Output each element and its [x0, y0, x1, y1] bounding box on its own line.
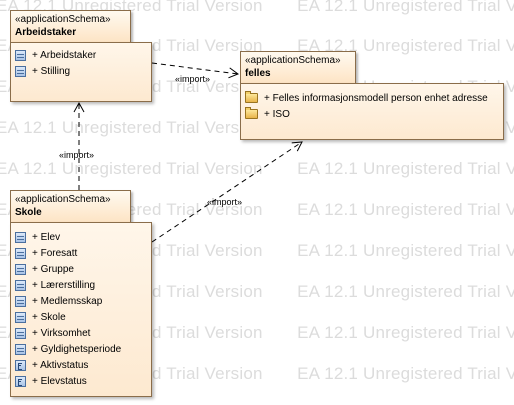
package-name: felles — [245, 68, 271, 79]
package-item-label: + Gruppe — [32, 263, 74, 275]
class-icon — [15, 343, 26, 355]
package-item-label: + Skole — [32, 311, 66, 323]
package-name: Skole — [15, 207, 42, 218]
package-tab: «applicationSchema» felles — [240, 51, 356, 83]
package-item[interactable]: + Medlemsskap — [11, 293, 151, 309]
folder-icon — [245, 107, 258, 119]
package-item[interactable]: + Stilling — [11, 63, 151, 79]
package-item-label: + Gyldighetsperiode — [32, 343, 122, 355]
dependency-label: «import» — [207, 197, 242, 207]
package-item-label: + Stilling — [32, 65, 71, 77]
package-item[interactable]: + Aktivstatus — [11, 357, 151, 373]
package-item[interactable]: + Foresatt — [11, 245, 151, 261]
class-icon — [15, 279, 26, 291]
package-item-label: + Elev — [32, 231, 61, 243]
package-tab: «applicationSchema» Skole — [10, 190, 131, 222]
package-item[interactable]: + ISO — [241, 106, 503, 122]
package-tab: «applicationSchema» Arbeidstaker — [10, 10, 131, 42]
class-icon — [15, 231, 26, 243]
package-item-label: + Lærerstilling — [32, 279, 96, 291]
package-item[interactable]: + Elevstatus — [11, 373, 151, 389]
class-icon — [15, 65, 26, 77]
package-item[interactable]: + Felles informasjonsmodell person enhet… — [241, 90, 503, 106]
package-item[interactable]: + Elev — [11, 229, 151, 245]
package-item-label: + ISO — [264, 108, 290, 120]
package-stereotype: «applicationSchema» — [15, 14, 111, 25]
dependency-skole-to-arbeidstaker[interactable]: «import» — [59, 101, 94, 190]
package-stereotype: «applicationSchema» — [245, 55, 341, 66]
class-icon — [15, 49, 26, 61]
class-icon — [15, 247, 26, 259]
enumeration-icon — [15, 375, 26, 387]
package-item-label: + Arbeidstaker — [32, 49, 97, 61]
enumeration-icon — [15, 359, 26, 371]
class-icon — [15, 327, 26, 339]
class-icon — [15, 263, 26, 275]
folder-icon — [245, 91, 258, 103]
package-item[interactable]: + Gruppe — [11, 261, 151, 277]
package-item-label: + Foresatt — [32, 247, 78, 259]
package-item[interactable]: + Skole — [11, 309, 151, 325]
package-body: + Elev + Foresatt + Gruppe + Lærerstilli… — [10, 222, 152, 397]
package-body: + Felles informasjonsmodell person enhet… — [240, 83, 504, 140]
dependency-arbeidstaker-to-felles[interactable]: «import» — [151, 62, 240, 84]
package-body: + Arbeidstaker + Stilling — [10, 42, 152, 102]
dependency-label: «import» — [175, 74, 210, 84]
package-item[interactable]: + Arbeidstaker — [11, 47, 151, 63]
package-item-label: + Felles informasjonsmodell person enhet… — [264, 92, 488, 104]
package-item[interactable]: + Gyldighetsperiode — [11, 341, 151, 357]
class-icon — [15, 311, 26, 323]
class-icon — [15, 295, 26, 307]
package-name: Arbeidstaker — [15, 27, 77, 38]
package-stereotype: «applicationSchema» — [15, 194, 111, 205]
dependency-label: «import» — [59, 150, 94, 160]
package-item-label: + Virksomhet — [32, 327, 91, 339]
package-item-label: + Elevstatus — [32, 375, 87, 387]
package-item[interactable]: + Virksomhet — [11, 325, 151, 341]
package-item[interactable]: + Lærerstilling — [11, 277, 151, 293]
dependency-skole-to-felles[interactable]: «import» — [151, 141, 303, 243]
package-item-label: + Aktivstatus — [32, 359, 89, 371]
package-item-label: + Medlemsskap — [32, 295, 103, 307]
